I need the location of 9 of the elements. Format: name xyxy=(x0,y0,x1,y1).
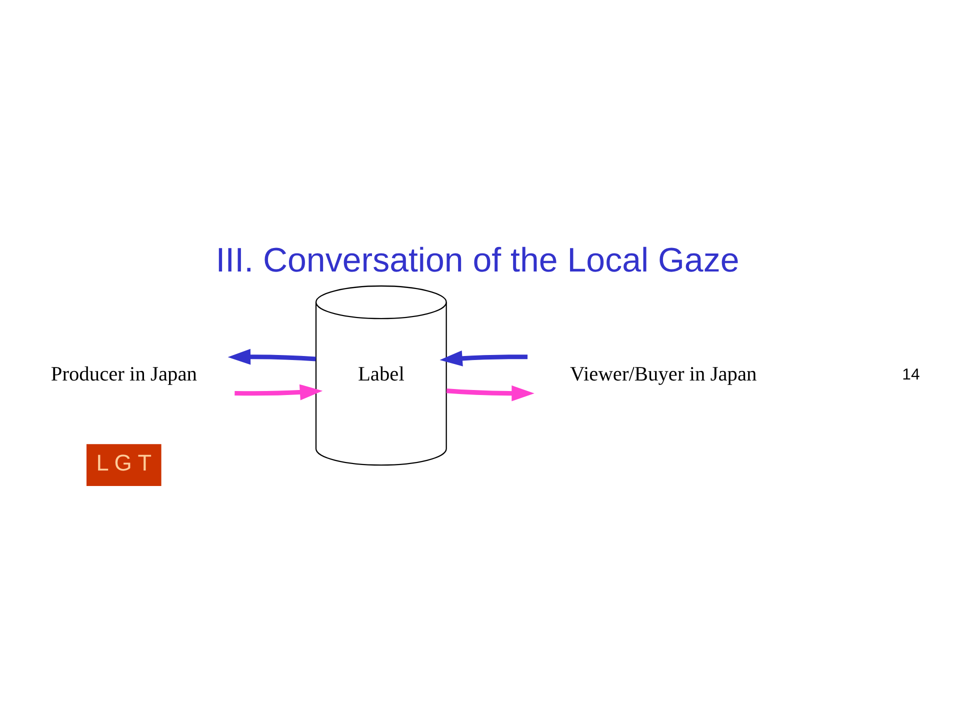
arrow xyxy=(234,384,323,400)
arrow xyxy=(446,385,534,402)
label: 14 xyxy=(902,366,920,384)
node-text: Producer in Japan xyxy=(50,364,197,386)
node-box: L G T xyxy=(86,444,162,486)
node-text: Viewer/Buyer in Japan xyxy=(570,364,757,386)
arrow xyxy=(440,350,528,366)
diagram-title: III. Conversation of the Local Gaze xyxy=(216,241,740,280)
arrow xyxy=(228,348,316,365)
